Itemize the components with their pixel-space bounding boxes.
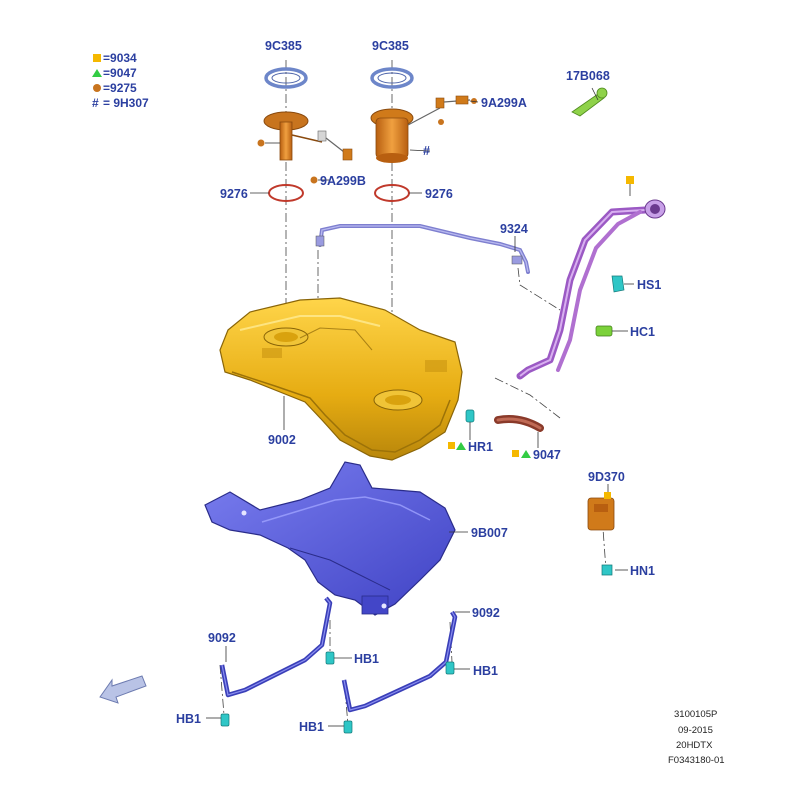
label-hn1: HN1 xyxy=(630,564,655,578)
label-ring-left: 9C385 xyxy=(265,39,302,53)
hose-clip-hc1 xyxy=(595,325,613,337)
legend-code-9047: =9047 xyxy=(103,66,137,80)
bolt-hb1 xyxy=(220,713,230,727)
circle-icon xyxy=(93,84,101,92)
footer-line-4: F0343180-01 xyxy=(668,755,725,766)
legend-code-9h307: = 9H307 xyxy=(103,96,149,110)
label-canister: 9D370 xyxy=(588,470,625,484)
label-seal-right: 9276 xyxy=(425,187,453,201)
label-hb1-c: HB1 xyxy=(176,712,201,726)
pump-hash-mark: # xyxy=(423,144,430,158)
callout-labels: 9C385 9C385 9A299A 9A299B 17B068 9276 92… xyxy=(176,39,661,734)
label-vent-line: 9324 xyxy=(500,222,528,236)
legend: =9034 =9047 =9275 # = 9H307 xyxy=(92,51,149,110)
label-hb1-d: HB1 xyxy=(299,720,324,734)
label-strap-right: 9092 xyxy=(472,606,500,620)
bolt-hb1 xyxy=(343,720,353,734)
footer-line-2: 09-2015 xyxy=(678,725,713,736)
hash-icon: # xyxy=(92,96,99,110)
triangle-icon xyxy=(521,450,531,458)
label-hb1-a: HB1 xyxy=(354,652,379,666)
hose-clamp-hr1 xyxy=(465,409,475,423)
tank-strap-left xyxy=(219,596,333,698)
square-icon xyxy=(626,176,634,184)
drawing-reference-block: 3100105P 09-2015 20HDTX F0343180-01 xyxy=(668,709,725,766)
fuel-pump-module-right xyxy=(370,95,477,163)
square-icon xyxy=(604,492,611,499)
triangle-icon xyxy=(92,69,102,77)
label-hb1-b: HB1 xyxy=(473,664,498,678)
front-direction-arrow-icon xyxy=(99,675,147,704)
canister-9d370 xyxy=(587,492,615,531)
hose-clamp-hs1 xyxy=(611,275,625,293)
label-seal-left: 9276 xyxy=(220,187,248,201)
label-sensor-left: 9A299B xyxy=(320,174,366,188)
footer-line-3: 20HDTX xyxy=(676,740,713,751)
bolt-hb1 xyxy=(445,661,455,675)
label-hc1: HC1 xyxy=(630,325,655,339)
label-ring-right: 9C385 xyxy=(372,39,409,53)
leader-lines xyxy=(206,87,634,727)
bolt-hb1 xyxy=(325,651,335,665)
square-icon xyxy=(512,450,519,457)
fuel-hose-9047 xyxy=(494,415,544,432)
label-strap-left: 9092 xyxy=(208,631,236,645)
circle-icon xyxy=(471,98,477,104)
vent-line xyxy=(315,224,530,274)
label-sensor-right: 9A299A xyxy=(481,96,527,110)
square-icon xyxy=(93,54,101,62)
footer-line-1: 3100105P xyxy=(674,709,717,720)
label-hose-9047: 9047 xyxy=(533,448,561,462)
lock-ring-left xyxy=(264,67,308,89)
triangle-icon xyxy=(456,442,466,450)
legend-code-9034: =9034 xyxy=(103,51,137,65)
heat-shield xyxy=(204,461,456,616)
square-icon xyxy=(448,442,455,449)
label-shield: 9B007 xyxy=(471,526,508,540)
label-hs1: HS1 xyxy=(637,278,661,292)
lock-ring-right xyxy=(370,67,414,89)
label-clip-17b068: 17B068 xyxy=(566,69,610,83)
label-hr1: HR1 xyxy=(468,440,493,454)
tank-strap-right xyxy=(341,610,458,713)
circle-icon xyxy=(310,176,318,184)
circle-icon xyxy=(438,119,444,125)
clip-17b068 xyxy=(571,87,608,117)
label-tank: 9002 xyxy=(268,433,296,447)
fuel-filler-pipe xyxy=(516,176,666,380)
legend-code-9275: =9275 xyxy=(103,81,137,95)
fuel-level-sender-left xyxy=(257,111,353,184)
fuel-tank xyxy=(219,297,463,461)
nut-hn1 xyxy=(601,564,613,576)
